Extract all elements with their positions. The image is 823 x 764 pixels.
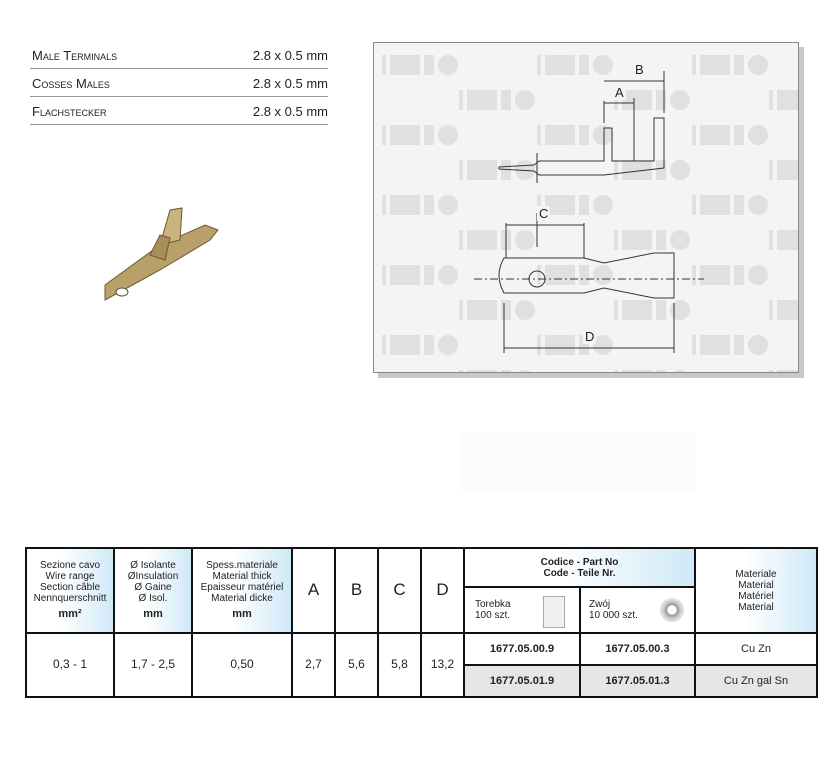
watermark-logo — [769, 230, 798, 250]
reel-icon — [660, 598, 684, 622]
label-row: Male Terminals 2.8 x 0.5 mm — [30, 40, 328, 69]
watermark-logo — [459, 370, 531, 372]
label-value: 2.8 x 0.5 mm — [252, 48, 328, 63]
label-name: Male Terminals — [32, 48, 118, 63]
watermark-logo — [459, 230, 535, 250]
watermark-logo — [692, 55, 768, 75]
watermark-logo — [537, 335, 613, 355]
label-row: Flachstecker 2.8 x 0.5 mm — [30, 96, 328, 125]
dim-a: A — [613, 85, 626, 100]
watermark-logo — [382, 265, 458, 285]
blank-panel — [460, 433, 695, 491]
cell-wire: 0,3 - 1 — [25, 632, 115, 698]
label-name: Cosses Males — [32, 76, 110, 91]
watermark-logo — [769, 160, 798, 180]
label-value: 2.8 x 0.5 mm — [252, 104, 328, 119]
watermark-logo — [382, 125, 458, 145]
watermark-logo — [459, 300, 535, 320]
label-row: Cosses Males 2.8 x 0.5 mm — [30, 68, 328, 97]
watermark-logo — [692, 265, 768, 285]
cell-insulation: 1,7 - 2,5 — [113, 632, 193, 698]
watermark-logo — [769, 300, 798, 320]
cell-reel-code: 1677.05.01.3 — [579, 664, 696, 698]
watermark-logo — [537, 265, 613, 285]
header-c: C — [377, 547, 422, 634]
cell-bag-code: 1677.05.01.9 — [463, 664, 581, 698]
cell-thickness: 0,50 — [191, 632, 293, 698]
header-b: B — [334, 547, 379, 634]
watermark-logo — [692, 335, 768, 355]
watermark-logo — [614, 160, 690, 180]
watermark-logo — [614, 300, 690, 320]
watermark-logo — [382, 195, 458, 215]
cell-bag-code: 1677.05.00.9 — [463, 632, 581, 666]
watermark-logo — [537, 55, 613, 75]
watermark-logo — [537, 195, 613, 215]
cell-d: 13,2 — [420, 632, 465, 698]
watermark-logo — [614, 370, 686, 372]
watermark-logo — [382, 335, 458, 355]
watermark-logo — [382, 55, 458, 75]
watermark-logo — [769, 370, 798, 372]
dim-d: D — [583, 329, 597, 344]
header-d: D — [420, 547, 465, 634]
watermark-logo — [614, 90, 690, 110]
cell-reel-code: 1677.05.00.3 — [579, 632, 696, 666]
terminal-photo — [104, 207, 219, 301]
dim-b: B — [633, 62, 646, 77]
watermark-logo — [614, 230, 690, 250]
cell-c: 5,8 — [377, 632, 422, 698]
watermark-logo — [692, 125, 768, 145]
watermark-logo — [769, 90, 798, 110]
watermark-logo — [692, 195, 768, 215]
header-a: A — [291, 547, 336, 634]
dimension-drawing: B A C D — [373, 42, 799, 373]
label-name: Flachstecker — [32, 104, 107, 119]
watermark-logo — [537, 125, 613, 145]
label-value: 2.8 x 0.5 mm — [252, 76, 328, 91]
cell-material: Cu Zn gal Sn — [694, 664, 818, 698]
cell-a: 2,7 — [291, 632, 336, 698]
cell-material: Cu Zn — [694, 632, 818, 666]
bag-icon — [543, 596, 565, 628]
watermark-logo — [459, 90, 535, 110]
dim-c: C — [537, 206, 551, 221]
cell-b: 5,6 — [334, 632, 379, 698]
